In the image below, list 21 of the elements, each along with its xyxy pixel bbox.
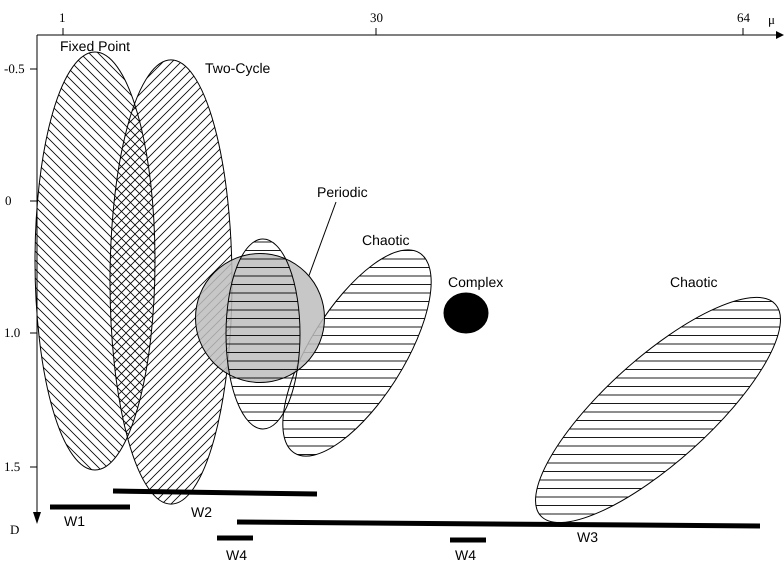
region-label: Two-Cycle [205, 59, 270, 78]
region-label: Chaotic [362, 231, 410, 250]
axis-tick-label: 30 [370, 10, 383, 26]
axis-tick-label: 1 [59, 10, 66, 26]
axis-tick-label: -0.5 [4, 61, 25, 77]
region-label: W4 [455, 546, 476, 564]
region-label: Complex [448, 273, 504, 292]
region-label: W3 [577, 528, 598, 547]
region-label: Fixed Point [60, 37, 130, 56]
region-label: W2 [191, 503, 212, 522]
axis-tick-label: 1.0 [4, 325, 20, 341]
leader-line [308, 202, 336, 276]
axis-tick-label: μ [768, 12, 775, 28]
axis-tick-label: 64 [737, 10, 750, 26]
axis-tick-label: D [10, 522, 20, 538]
axis-tick-label: 1.5 [4, 459, 20, 475]
region-label: W4 [226, 546, 247, 564]
region-label: Periodic [317, 183, 368, 202]
region-label: W1 [64, 512, 85, 531]
region-label: Chaotic [670, 273, 718, 292]
axis-tick-label: 0 [5, 193, 12, 209]
